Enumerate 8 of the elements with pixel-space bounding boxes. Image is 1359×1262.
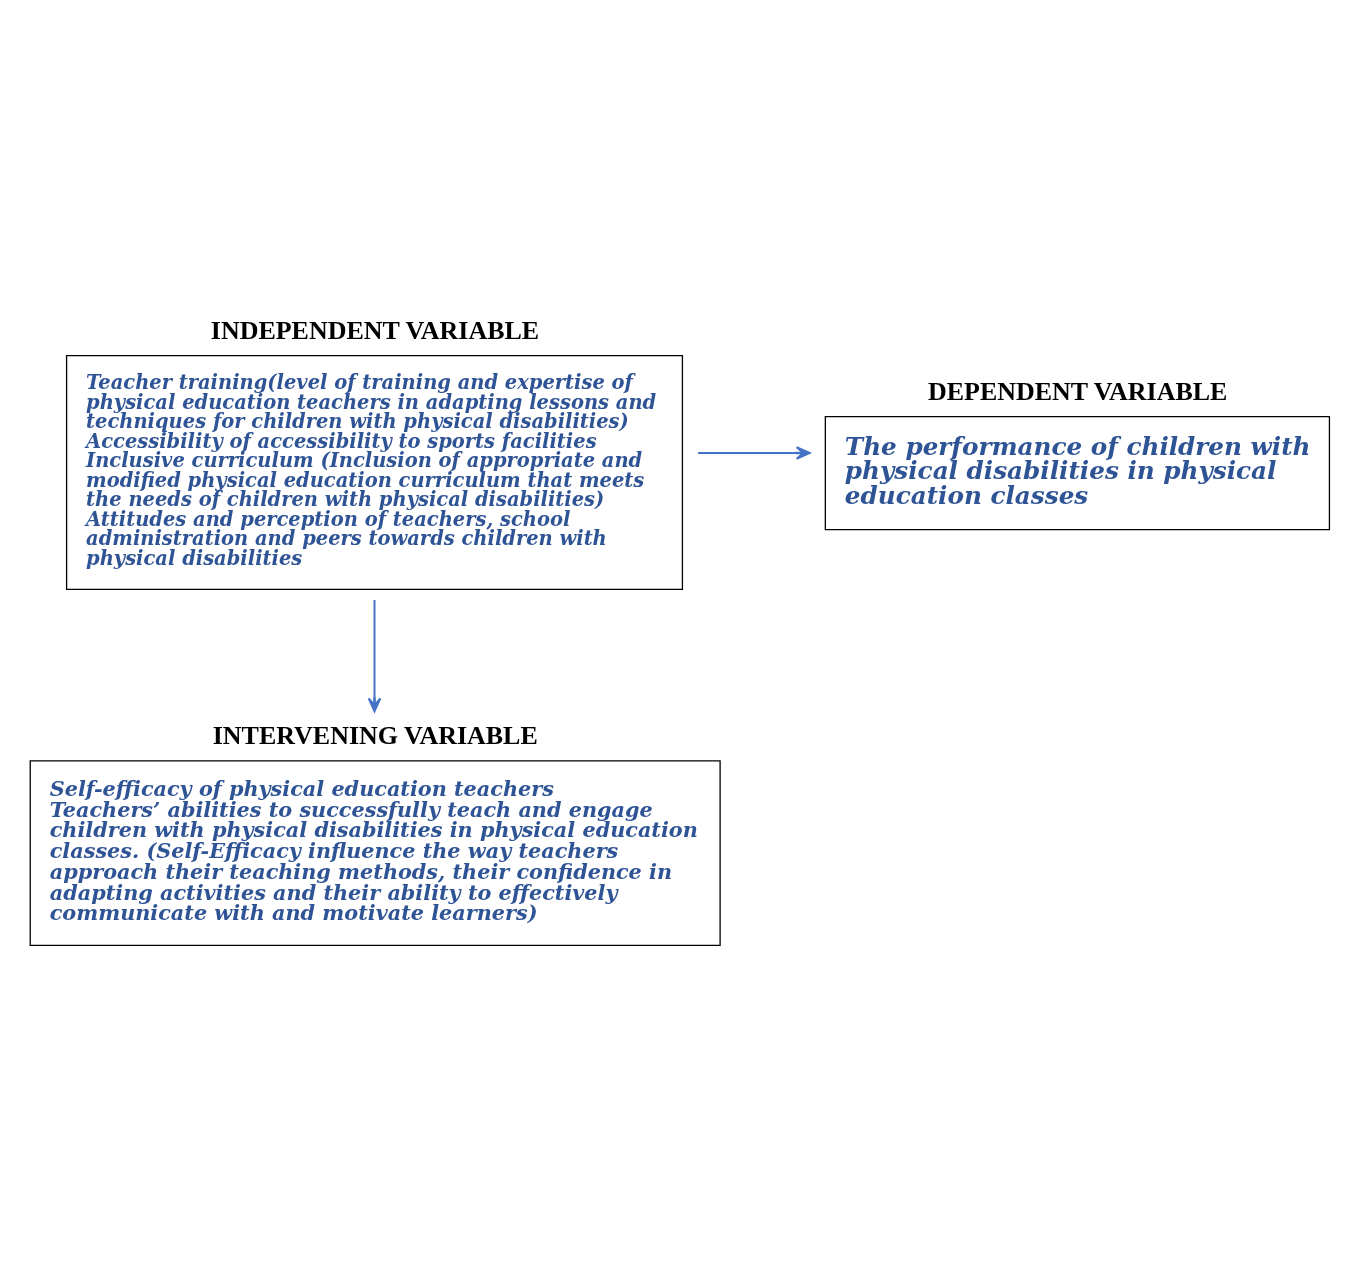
node-box: The performance of children with physical disabilities in physical education classes [824,416,1331,531]
node-label: INDEPENDENT VARIABLE [210,315,540,345]
node-box: Teacher training(level of training and expertise of physical education teachers in adapting lessons and techniques for children with physical disabilities) Accessibility of accessibility to sports facilities Inclusive curriculum (Inclusion of appropriate and modified physical education curriculum that meets the needs of children with physical disabilities) Attitudes and perception of teachers, school administration and peers towards children with physical disabilities [65,354,684,591]
arrow [697,446,811,460]
node-label: INTERVENING VARIABLE [212,721,538,751]
node-label: DEPENDENT VARIABLE [927,376,1228,406]
arrow [367,598,382,713]
node-box: Self-efficacy of physical education teachers Teachers’ abilities to successfully teach and engage children with physical disabilities in physical education classes. (Self-Efficacy influence the way teachers approach their teaching methods, their confidence in adapting activities and their ability to effectively communicate with and motivate learners) [29,760,721,947]
